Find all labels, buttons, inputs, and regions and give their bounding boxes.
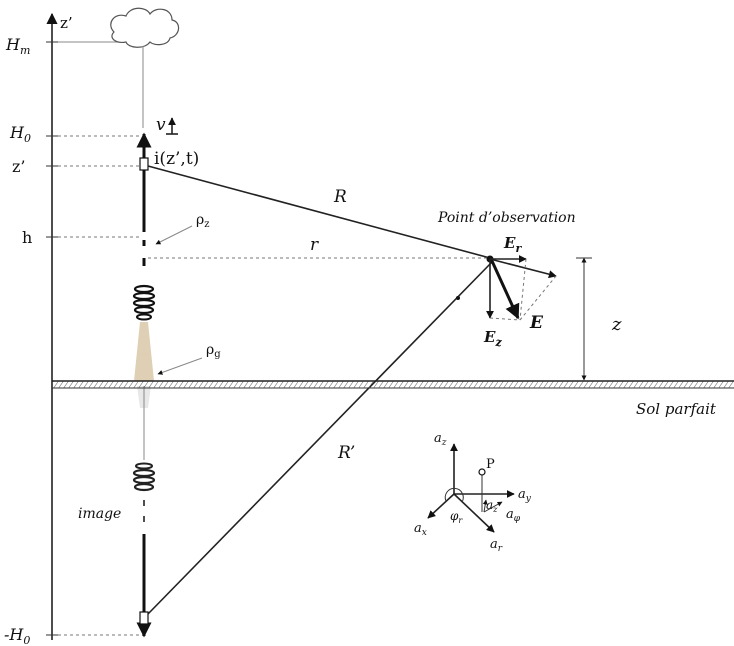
- geometry: R r R’ z: [147, 165, 622, 615]
- alpha-z-label: az: [486, 498, 498, 514]
- point-P: [478, 468, 486, 476]
- height-markers: Hm H0 z’ h -H0: [4, 35, 144, 646]
- E-r-label: Er: [503, 234, 522, 255]
- image-channel: [132, 386, 156, 638]
- E-vector: [490, 260, 520, 320]
- coordinate-system: az ay ax ar P az aφ φr: [414, 431, 532, 554]
- z-label: z: [611, 314, 622, 335]
- current-label: i(z’,t): [154, 149, 199, 169]
- label-h0: H0: [9, 123, 31, 145]
- r-label: r: [310, 235, 319, 255]
- ground-hatch: [52, 381, 734, 388]
- a-z-label: az: [434, 431, 447, 448]
- distance-R-prime: [147, 261, 493, 615]
- distance-R: [147, 165, 491, 259]
- ground-label: Sol parfait: [636, 400, 717, 418]
- channel-labels: v i(z’,t) ρz ρg image: [78, 115, 221, 522]
- cloud-icon: [110, 7, 180, 48]
- phi-r-label: φr: [450, 509, 463, 525]
- field-direction: [489, 258, 557, 279]
- z-prime-axis-label: z’: [60, 14, 73, 32]
- P-label: P: [486, 457, 495, 472]
- channel-shading: [134, 322, 154, 381]
- rho-z-label: ρz: [196, 212, 210, 230]
- current-element: [139, 157, 149, 171]
- lightning-channel: [132, 46, 156, 381]
- observation-point: Point d’observation Er Ez E: [437, 210, 576, 349]
- R-prime-label: R’: [337, 443, 355, 463]
- image-label: image: [78, 506, 121, 522]
- E-z-label: Ez: [483, 328, 502, 349]
- a-y-label: ay: [518, 487, 532, 504]
- velocity-label: v: [156, 115, 166, 135]
- image-return-stroke-front: [132, 462, 156, 492]
- label-z-prime: z’: [12, 157, 26, 176]
- observation-label: Point d’observation: [437, 210, 576, 226]
- rho-g-label: ρg: [206, 342, 221, 360]
- label-h: h: [22, 228, 32, 247]
- a-x-label: ax: [414, 521, 427, 538]
- label-neg-h0: -H0: [4, 625, 30, 646]
- a-phi-label: aφ: [506, 507, 521, 524]
- image-current-element: [139, 611, 149, 625]
- E-label: E: [529, 313, 544, 333]
- ground-plane: Sol parfait: [52, 380, 734, 418]
- z-prime-axis: z’: [46, 12, 73, 640]
- return-stroke-front: [132, 284, 156, 321]
- label-h-m: Hm: [5, 35, 30, 57]
- R-label: R: [333, 187, 347, 207]
- a-r-label: ar: [490, 537, 503, 554]
